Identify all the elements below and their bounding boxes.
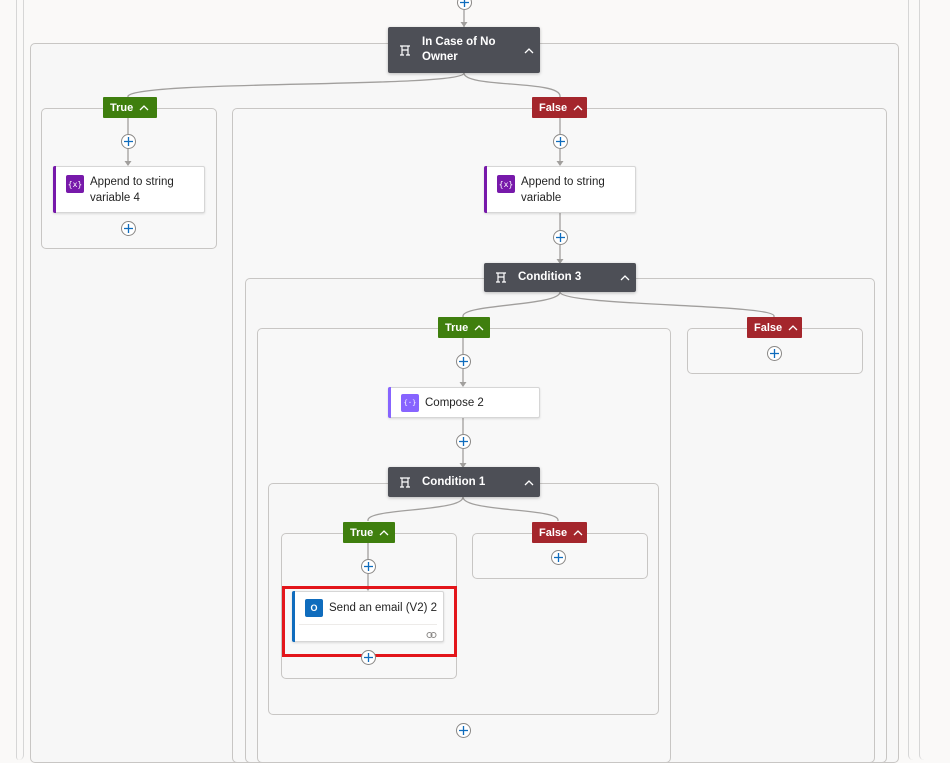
- plus-icon: [556, 137, 565, 146]
- card-accent: [484, 166, 487, 213]
- insert-step-button[interactable]: [456, 723, 471, 738]
- false-label: False: [754, 321, 783, 334]
- condition1-false-badge[interactable]: False: [532, 522, 587, 543]
- chevron-up-icon: [474, 324, 484, 331]
- card-footer-divider: [299, 624, 437, 625]
- plus-icon: [459, 437, 468, 446]
- outer-scope-left-2: [16, 0, 22, 760]
- condition-title: In Case of No Owner: [422, 36, 496, 63]
- action-title: Compose 2: [425, 397, 484, 409]
- insert-step-button[interactable]: [553, 134, 568, 149]
- chevron-up-icon: [573, 104, 583, 111]
- plus-icon: [460, 0, 469, 7]
- card-accent: [388, 387, 391, 418]
- outer-scope-right: [908, 0, 918, 760]
- plus-icon: [124, 224, 133, 233]
- condition-icon: [397, 44, 413, 56]
- variable-icon: {x}: [66, 175, 84, 193]
- chevron-up-icon: [788, 324, 798, 331]
- insert-step-button[interactable]: [767, 346, 782, 361]
- compose-icon: {·}: [401, 394, 419, 412]
- plus-icon: [364, 562, 373, 571]
- action-title: Send an email (V2) 2: [329, 602, 438, 614]
- plus-icon: [459, 357, 468, 366]
- condition3-header[interactable]: Condition 3: [484, 263, 636, 292]
- condition1-true-badge[interactable]: True: [343, 522, 395, 543]
- plus-icon: [459, 726, 468, 735]
- outlook-icon: O: [305, 599, 323, 617]
- insert-step-button[interactable]: [456, 434, 471, 449]
- condition-icon: [397, 476, 413, 488]
- false-label: False: [539, 526, 568, 539]
- highlight-box: [282, 586, 457, 657]
- false-label: False: [539, 101, 568, 114]
- collapse-chevron-icon[interactable]: [614, 274, 636, 281]
- plus-icon: [770, 349, 779, 358]
- insert-step-button[interactable]: [457, 0, 472, 10]
- send-email-card[interactable]: O Send an email (V2) 2: [292, 591, 444, 642]
- chevron-up-icon: [139, 104, 149, 111]
- action-title: Append to string variable: [521, 176, 605, 204]
- insert-step-button[interactable]: [551, 550, 566, 565]
- link-icon: [426, 628, 437, 642]
- insert-step-button[interactable]: [553, 230, 568, 245]
- condition-title: Condition 1: [422, 475, 486, 488]
- collapse-chevron-icon[interactable]: [518, 47, 540, 54]
- insert-step-button[interactable]: [456, 354, 471, 369]
- plus-icon: [556, 233, 565, 242]
- chevron-up-icon: [379, 529, 389, 536]
- outer-scope-right-2: [919, 0, 929, 760]
- true-label: True: [445, 321, 469, 334]
- connector-lines: [124, 10, 775, 591]
- insert-step-button[interactable]: [121, 134, 136, 149]
- condition-title: Condition 3: [518, 271, 582, 283]
- insert-step-button[interactable]: [361, 559, 376, 574]
- condition-icon: [493, 272, 509, 283]
- action-title: Append to string variable 4: [90, 176, 174, 204]
- condition3-false-badge[interactable]: False: [747, 317, 802, 338]
- outer-scope-left: [4, 0, 24, 760]
- card-accent: [53, 166, 56, 213]
- card-accent: [292, 591, 295, 642]
- condition3-true-badge[interactable]: True: [438, 317, 490, 338]
- plus-icon: [364, 653, 373, 662]
- chevron-up-icon: [573, 529, 583, 536]
- true-label: True: [350, 526, 374, 539]
- variable-icon: {x}: [497, 175, 515, 193]
- true-label: True: [110, 101, 134, 114]
- compose2-card[interactable]: {·} Compose 2: [388, 387, 540, 418]
- collapse-chevron-icon[interactable]: [518, 479, 540, 486]
- append-variable-card[interactable]: {x} Append to string variable: [484, 166, 636, 213]
- plus-icon: [554, 553, 563, 562]
- insert-step-button[interactable]: [121, 221, 136, 236]
- case-no-owner-true-badge[interactable]: True: [103, 97, 157, 118]
- append-variable-4-card[interactable]: {x} Append to string variable 4: [53, 166, 205, 213]
- insert-step-button[interactable]: [361, 650, 376, 665]
- case-no-owner-header[interactable]: In Case of No Owner: [388, 27, 540, 73]
- case-no-owner-false-badge[interactable]: False: [532, 97, 587, 118]
- plus-icon: [124, 137, 133, 146]
- condition1-header[interactable]: Condition 1: [388, 467, 540, 497]
